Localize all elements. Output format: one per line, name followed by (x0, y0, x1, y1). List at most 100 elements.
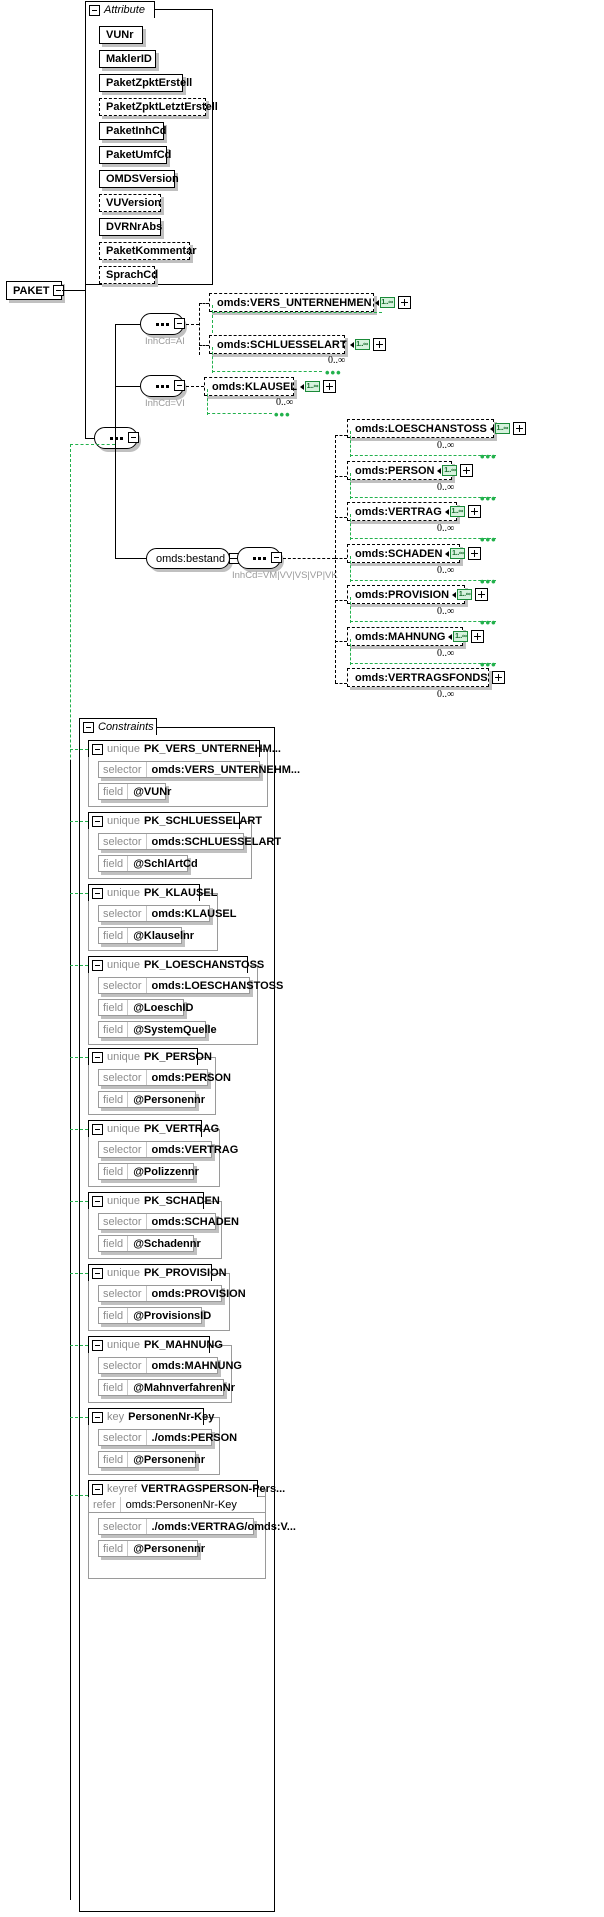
row-value: omds:LOESCHANSTOSS (151, 979, 284, 992)
element-ref-box[interactable]: omds:MAHNUNG 1..∞ (347, 627, 485, 646)
type-arrow-icon (445, 550, 450, 557)
element-ref-box[interactable]: omds:PROVISION 1..∞ (347, 585, 489, 604)
sequence-dots-icon (155, 322, 169, 326)
green-link (350, 556, 351, 582)
cardinality-badge: 1..∞ (304, 381, 320, 392)
collapse-icon[interactable] (92, 1267, 103, 1279)
expand-icon[interactable] (397, 296, 411, 309)
attribute-box-optional: PaketKommentar (99, 242, 196, 260)
row-value: @ProvisionsID (133, 1309, 212, 1322)
constraint-row: field @MahnverfahrenNr (98, 1379, 235, 1396)
expand-icon[interactable] (512, 422, 526, 435)
constraint-header[interactable]: key PersonenNr-Key (88, 1408, 214, 1425)
type-arrow-icon (299, 383, 304, 390)
constraint-row: field @Personennr (98, 1091, 205, 1108)
expand-icon[interactable] (468, 547, 482, 560)
green-link (350, 639, 351, 665)
element-ref-box[interactable]: omds:PERSON 1..∞ (347, 461, 474, 480)
expand-icon[interactable] (471, 630, 485, 643)
connector-dashed (335, 683, 347, 684)
constraint-row: field @Personennr (98, 1540, 205, 1557)
row-value: @Schadennr (133, 1237, 201, 1250)
row-kind: selector (99, 906, 147, 921)
expand-icon[interactable] (322, 380, 336, 393)
branch-bestand-annotation: InhCd=VM|VV|VS|VP|VK (232, 570, 338, 581)
constraints-group-tab[interactable]: Constraints (79, 718, 157, 735)
constraint-row: selector ./omds:PERSON (98, 1429, 237, 1446)
expand-icon[interactable] (467, 505, 481, 518)
cardinality-badge: 1..∞ (442, 465, 458, 476)
element-ref-label: omds:LOESCHANSTOSS (355, 422, 487, 435)
branch-ai-collapse-icon[interactable] (174, 318, 185, 329)
element-ref-box[interactable]: omds:VERTRAG 1..∞ (347, 502, 481, 521)
row-value: omds:PersonenNr-Key (125, 1498, 237, 1511)
cardinality-badge: 1..∞ (354, 339, 370, 350)
element-ref-box[interactable]: omds:SCHADEN 1..∞ (347, 544, 482, 563)
row-kind: field (99, 1092, 129, 1107)
root-element-paket[interactable]: PAKET (6, 281, 65, 300)
constraint-header[interactable]: unique PK_KLAUSEL (88, 884, 217, 901)
collapse-icon[interactable] (83, 721, 94, 733)
attribute-label: VUNr (106, 28, 134, 41)
collapse-icon[interactable] (92, 1339, 103, 1351)
collapse-icon[interactable] (92, 959, 103, 971)
green-link (350, 514, 351, 540)
expand-icon[interactable] (460, 464, 474, 477)
element-ref-box[interactable]: omds:VERTRAGSFONDS (347, 668, 505, 687)
constraint-header[interactable]: keyref VERTRAGSPERSON-Pers... (88, 1480, 285, 1497)
root-compositor-collapse-icon[interactable] (128, 432, 139, 443)
attribute-label: SprachCd (106, 268, 158, 281)
group-ref-bestand[interactable]: omds:bestand (146, 548, 241, 569)
element-ref-box[interactable]: omds:LOESCHANSTOSS 1..∞ (347, 419, 526, 438)
constraint-name: PK_PERSON (144, 1051, 212, 1063)
attribute-box: VUNr (99, 26, 143, 44)
attribute-box: DVRNrAbs (99, 218, 162, 236)
expand-icon[interactable] (372, 338, 386, 351)
collapse-icon[interactable] (89, 4, 100, 16)
connector (85, 290, 86, 438)
element-ref-label: omds:PROVISION (355, 588, 450, 601)
expand-icon[interactable] (475, 588, 489, 601)
constraint-header[interactable]: unique PK_LOESCHANSTOSS (88, 956, 264, 973)
element-ref-box[interactable]: omds:KLAUSEL 1..∞ (204, 377, 336, 396)
occurrence-label: 0..∞ (276, 397, 294, 408)
green-tick (70, 893, 88, 894)
constraint-name: PK_SCHADEN (144, 1195, 220, 1207)
collapse-icon[interactable] (92, 1483, 103, 1495)
branch-ai-compositor[interactable] (140, 313, 184, 335)
collapse-icon[interactable] (92, 743, 103, 755)
row-value: @MahnverfahrenNr (133, 1381, 235, 1394)
row-kind: selector (99, 1286, 147, 1301)
branch-bestand-collapse-icon[interactable] (271, 552, 282, 563)
collapse-icon[interactable] (92, 1123, 103, 1135)
collapse-icon[interactable] (92, 1051, 103, 1063)
connector-dashed (186, 386, 204, 387)
collapse-icon[interactable] (92, 815, 103, 827)
constraint-row: selector omds:PERSON (98, 1069, 231, 1086)
element-ref-box[interactable]: omds:SCHLUESSELART 1..∞ (209, 335, 386, 354)
expand-icon[interactable] (491, 671, 505, 684)
cardinality-badge: 1..∞ (379, 297, 395, 308)
constraint-header[interactable]: unique PK_PERSON (88, 1048, 212, 1065)
constraint-header[interactable]: unique PK_VERS_UNTERNEHM... (88, 740, 281, 757)
collapse-icon[interactable] (92, 1411, 103, 1423)
constraint-header[interactable]: unique PK_SCHADEN (88, 1192, 220, 1209)
constraint-header[interactable]: unique PK_PROVISION (88, 1264, 227, 1281)
attribute-box-optional: SprachCd (99, 266, 158, 284)
constraint-header[interactable]: unique PK_SCHLUESSELART (88, 812, 262, 829)
row-value: @LoeschID (133, 1001, 194, 1014)
element-ref-box[interactable]: omds:VERS_UNTERNEHMEN 1..∞ (209, 293, 411, 312)
collapse-icon[interactable] (92, 887, 103, 899)
constraint-header[interactable]: unique PK_MAHNUNG (88, 1336, 223, 1353)
constraint-row: field @VUNr (98, 783, 171, 800)
green-tick (70, 1273, 88, 1274)
attribute-label: PaketZpktLetztErstell (106, 100, 218, 113)
attribute-group-tab[interactable]: Attribute (85, 1, 155, 18)
sequence-dots-icon (109, 436, 123, 440)
collapse-icon[interactable] (92, 1195, 103, 1207)
branch-vi-collapse-icon[interactable] (174, 380, 185, 391)
row-value: omds:MAHNUNG (151, 1359, 242, 1372)
connector-dashed (335, 600, 347, 601)
constraint-header[interactable]: unique PK_VERTRAG (88, 1120, 219, 1137)
type-arrow-icon (437, 467, 442, 474)
